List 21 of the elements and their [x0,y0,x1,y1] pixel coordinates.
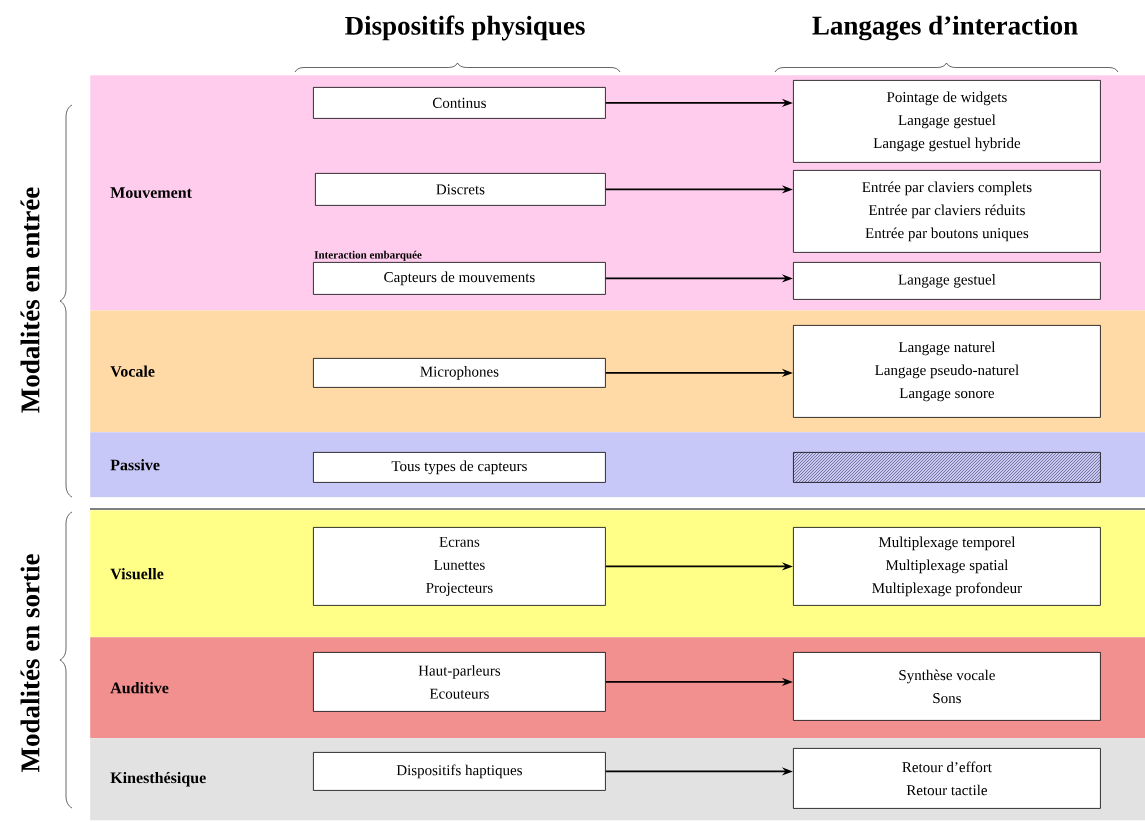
text-box: Synthèse vocale Sons [793,652,1101,721]
hatched-box [793,452,1101,483]
heading: Modalités en sortie [20,554,40,773]
heading: Langages d’interaction [812,15,1078,41]
text-box: Dispositifs haptiques [313,752,606,791]
text-box: Tous types de capteurs [313,452,606,483]
text-box: Capteurs de mouvements [313,262,606,295]
heading: Modalités en entrée [20,187,40,413]
text-box: Microphones [313,358,606,388]
text-box: Discrets [315,173,606,206]
text-box: Entrée par claviers complets Entrée par claviers réduits Entrée par boutons uniques [793,170,1101,253]
text-box: Pointage de widgets Langage gestuel Langage gestuel hybride [793,80,1101,163]
text-box: Ecrans Lunettes Projecteurs [313,527,606,606]
text-box: Continus [313,87,606,119]
text-box: Langage gestuel [793,262,1101,300]
text-box: Haut-parleurs Ecouteurs [313,652,606,712]
caption-text: Interaction embarquée [314,250,422,261]
heading: Dispositifs physiques [345,15,585,41]
text-box: Multiplexage temporel Multiplexage spatial Multiplexage profondeur [793,527,1101,606]
text-box: Retour d’effort Retour tactile [793,748,1101,809]
text-box: Langage naturel Langage pseudo-naturel Langage sonore [793,325,1101,418]
